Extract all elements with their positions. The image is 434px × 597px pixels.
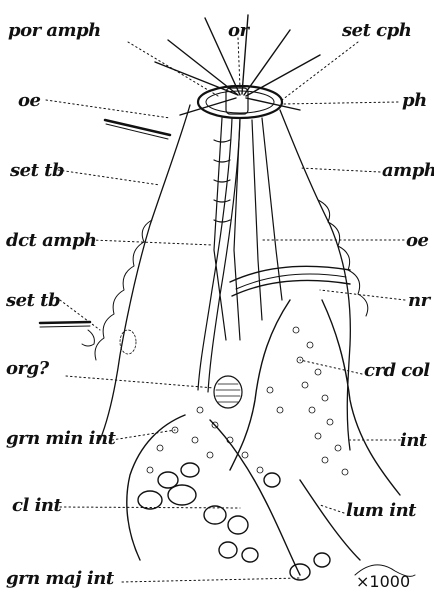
label-org: org? xyxy=(6,358,49,379)
nerve-ring xyxy=(230,266,350,282)
cardiac-collar xyxy=(214,376,242,408)
label-set-tb-lower: set tb xyxy=(6,290,60,311)
label-oe-left: oe xyxy=(18,90,40,111)
scale-label: ×1000 xyxy=(356,572,410,591)
seta-tb-lower xyxy=(40,322,90,323)
label-cl-int: cl int xyxy=(12,495,61,516)
label-por-amph: por amph xyxy=(8,20,101,41)
label-int: int xyxy=(400,430,427,451)
label-or: or xyxy=(228,20,249,41)
label-ph: ph xyxy=(402,90,427,111)
label-grn-min-int: grn min int xyxy=(6,428,115,449)
body-wall-right-crenate xyxy=(318,200,368,316)
label-oe-right: oe xyxy=(406,230,428,251)
label-grn-maj-int: grn maj int xyxy=(6,568,114,589)
seta-tb-upper xyxy=(105,120,170,135)
label-crd-col: crd col xyxy=(364,360,430,381)
label-lum-int: lum int xyxy=(346,500,416,521)
body-wall-left xyxy=(100,105,190,440)
pharynx xyxy=(214,118,282,340)
label-dct-amph: dct amph xyxy=(6,230,97,251)
label-set-tb-upper: set tb xyxy=(10,160,64,181)
intestine-outline xyxy=(127,300,400,575)
label-nr: nr xyxy=(408,290,430,311)
label-amph: amph xyxy=(382,160,434,181)
label-set-cph: set cph xyxy=(342,20,411,41)
fine-granules xyxy=(147,327,348,475)
